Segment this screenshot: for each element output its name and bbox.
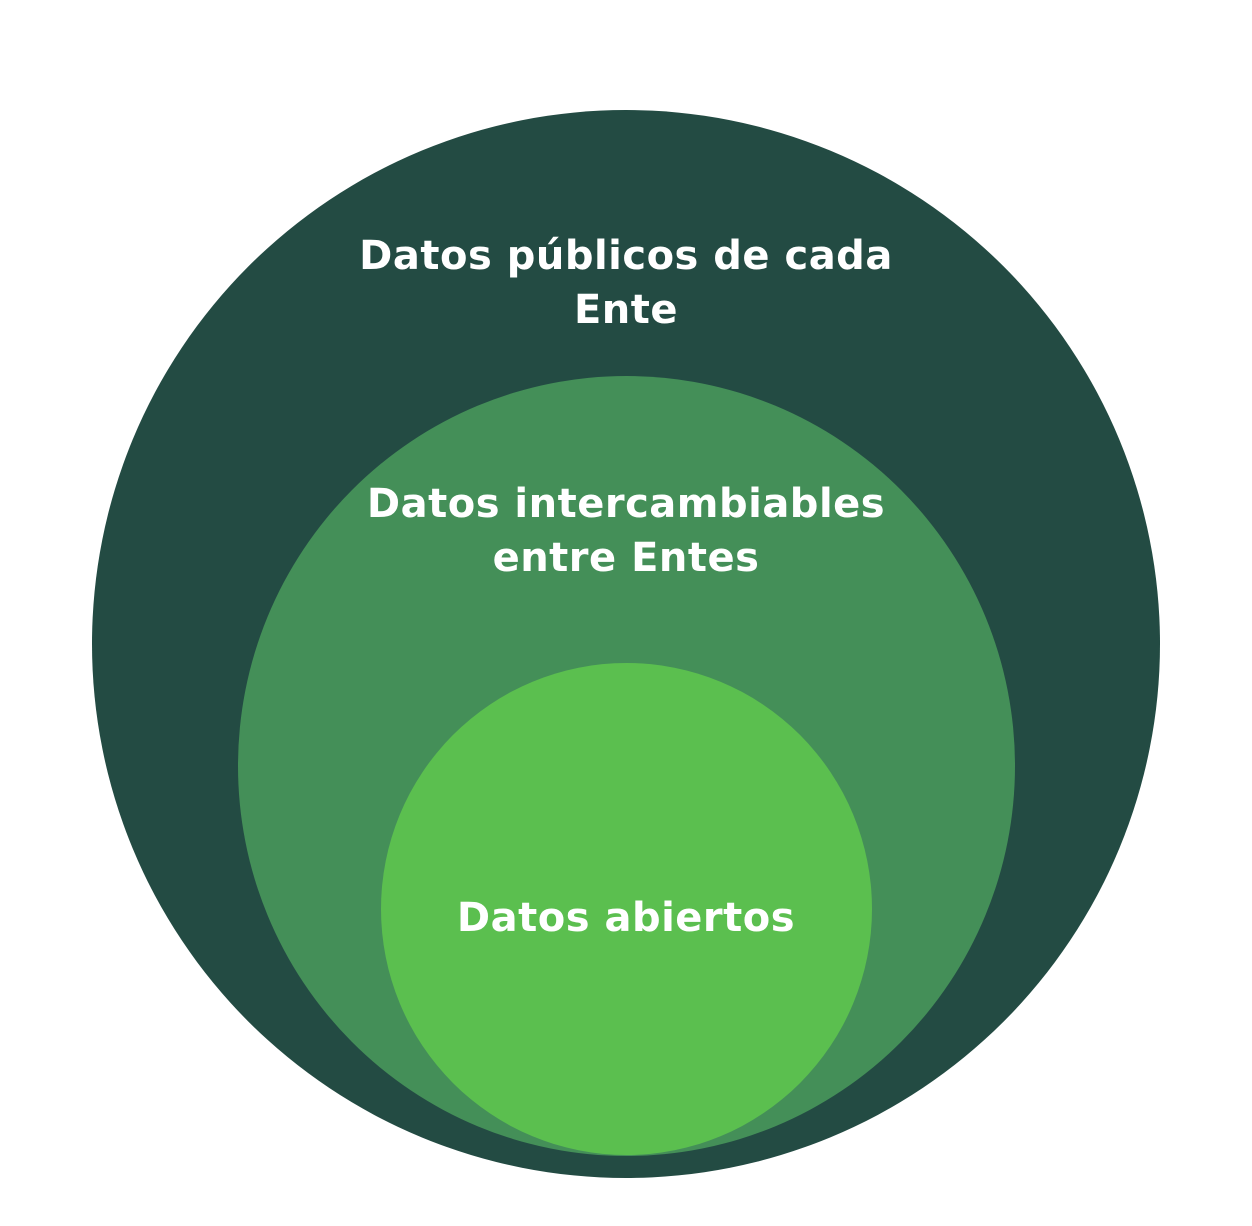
middle-label-line-1: Datos intercambiables (366, 481, 886, 527)
middle-circle-label: Datos intercambiables entre Entes (0, 477, 1252, 585)
middle-label-line-2: entre Entes (492, 535, 760, 581)
inner-label-line-1: Datos abiertos (456, 895, 796, 941)
outer-circle-label: Datos públicos de cada Ente (0, 229, 1252, 337)
outer-label-line-2: Ente (573, 287, 679, 333)
outer-label-line-1: Datos públicos de cada (359, 233, 893, 279)
inner-circle-label: Datos abiertos (0, 891, 1252, 945)
inner-circle-open-data (381, 663, 872, 1155)
